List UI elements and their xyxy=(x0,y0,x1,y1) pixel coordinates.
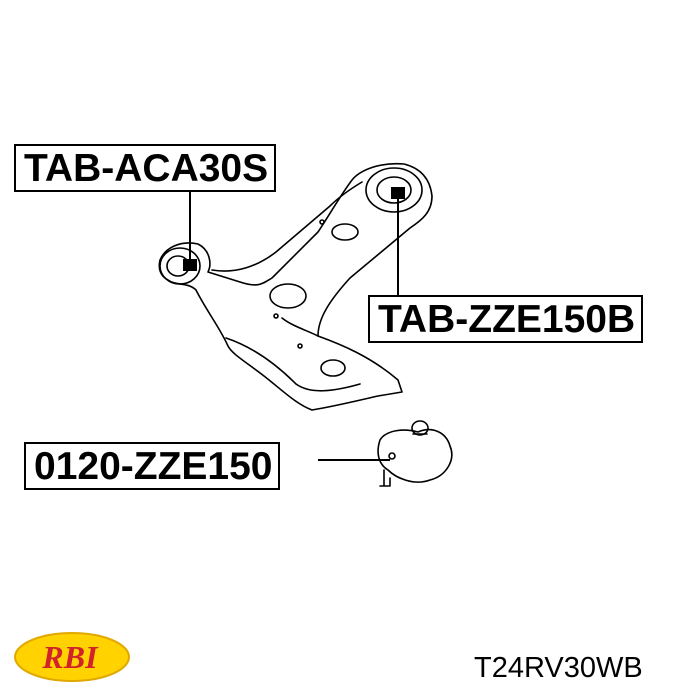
ball-joint-stud xyxy=(411,420,429,436)
front-bushing-marker xyxy=(391,187,405,199)
part-number: T24RV30WB xyxy=(474,652,643,684)
front-bushing-outer xyxy=(365,167,423,213)
arm-hole-1 xyxy=(331,223,359,241)
arm-rib-upper xyxy=(211,181,363,272)
arm-hole-3 xyxy=(320,359,346,377)
control-arm-outline xyxy=(158,162,433,411)
arm-rib-lower xyxy=(225,337,361,392)
front-bushing-inner xyxy=(376,176,412,204)
arm-hole-2 xyxy=(269,283,307,309)
logo-text: RBI xyxy=(41,639,99,675)
ball-joint-bolt xyxy=(379,469,391,487)
ball-joint-body xyxy=(377,428,453,483)
callout-ball-joint: 0120-ZZE150 xyxy=(24,442,281,490)
rear-bushing-marker xyxy=(183,259,197,271)
callout-rear-bushing: TAB-ACA30S xyxy=(14,144,277,192)
logo-oval xyxy=(14,632,130,682)
rbi-logo: RBI xyxy=(14,632,130,682)
arm-rib-edge xyxy=(281,317,319,337)
rear-bushing-outer xyxy=(159,247,201,285)
callout-front-bushing: TAB-ZZE150B xyxy=(368,295,644,343)
